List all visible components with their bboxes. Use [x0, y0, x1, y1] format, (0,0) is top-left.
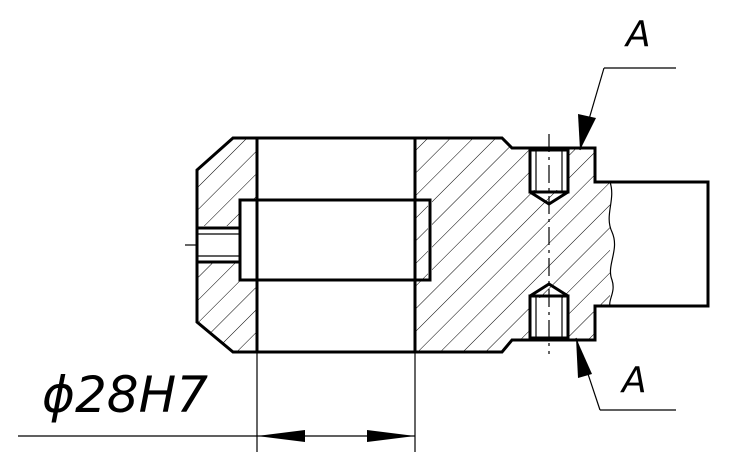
section-arrow-top [578, 67, 676, 151]
left-hatched-section [196, 138, 430, 352]
dimension-text: ϕ28H7 [42, 366, 208, 424]
break-line [608, 181, 616, 307]
section-label-bottom: A [620, 360, 647, 401]
centerlines [185, 134, 550, 354]
right-hatched-section [415, 138, 610, 352]
section-label-top: A [624, 14, 651, 55]
section-arrow-bottom [575, 337, 676, 411]
part-outline [195, 136, 710, 354]
diameter-dimension [18, 352, 416, 452]
